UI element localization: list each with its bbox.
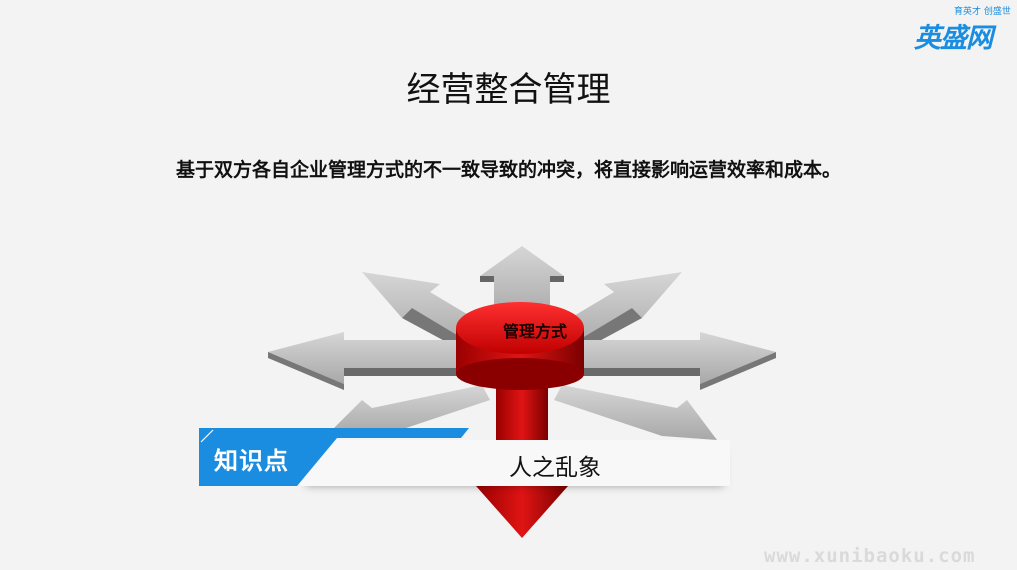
arrow-right-icon <box>572 332 776 390</box>
slide-title: 经营整合管理 <box>406 70 611 110</box>
hub-label: 管理方式 <box>502 322 567 341</box>
brand-logo: 育英才 创盛世 英盛网 <box>914 4 1016 54</box>
arrow-down-right-icon <box>554 385 717 440</box>
radiating-arrows-diagram <box>268 246 776 538</box>
content-band <box>300 440 730 486</box>
arrow-up-icon <box>480 246 564 320</box>
arrow-down-red-icon <box>476 380 568 538</box>
arrow-down-left-icon <box>332 385 490 436</box>
logo-text: 英盛网 <box>914 23 993 54</box>
banner-label: 知识点 <box>214 447 289 475</box>
band-text: 人之乱象 <box>509 455 601 481</box>
slide-subtitle: 基于双方各自企业管理方式的不一致导致的冲突，将直接影响运营效率和成本。 <box>175 159 841 181</box>
hub-cylinder-icon <box>456 302 584 390</box>
knowledge-point-banner <box>199 428 469 486</box>
watermark: www.xunibaoku.com <box>764 545 976 567</box>
arrow-left-icon <box>268 332 472 390</box>
logo-tagline: 育英才 创盛世 <box>954 7 1011 17</box>
